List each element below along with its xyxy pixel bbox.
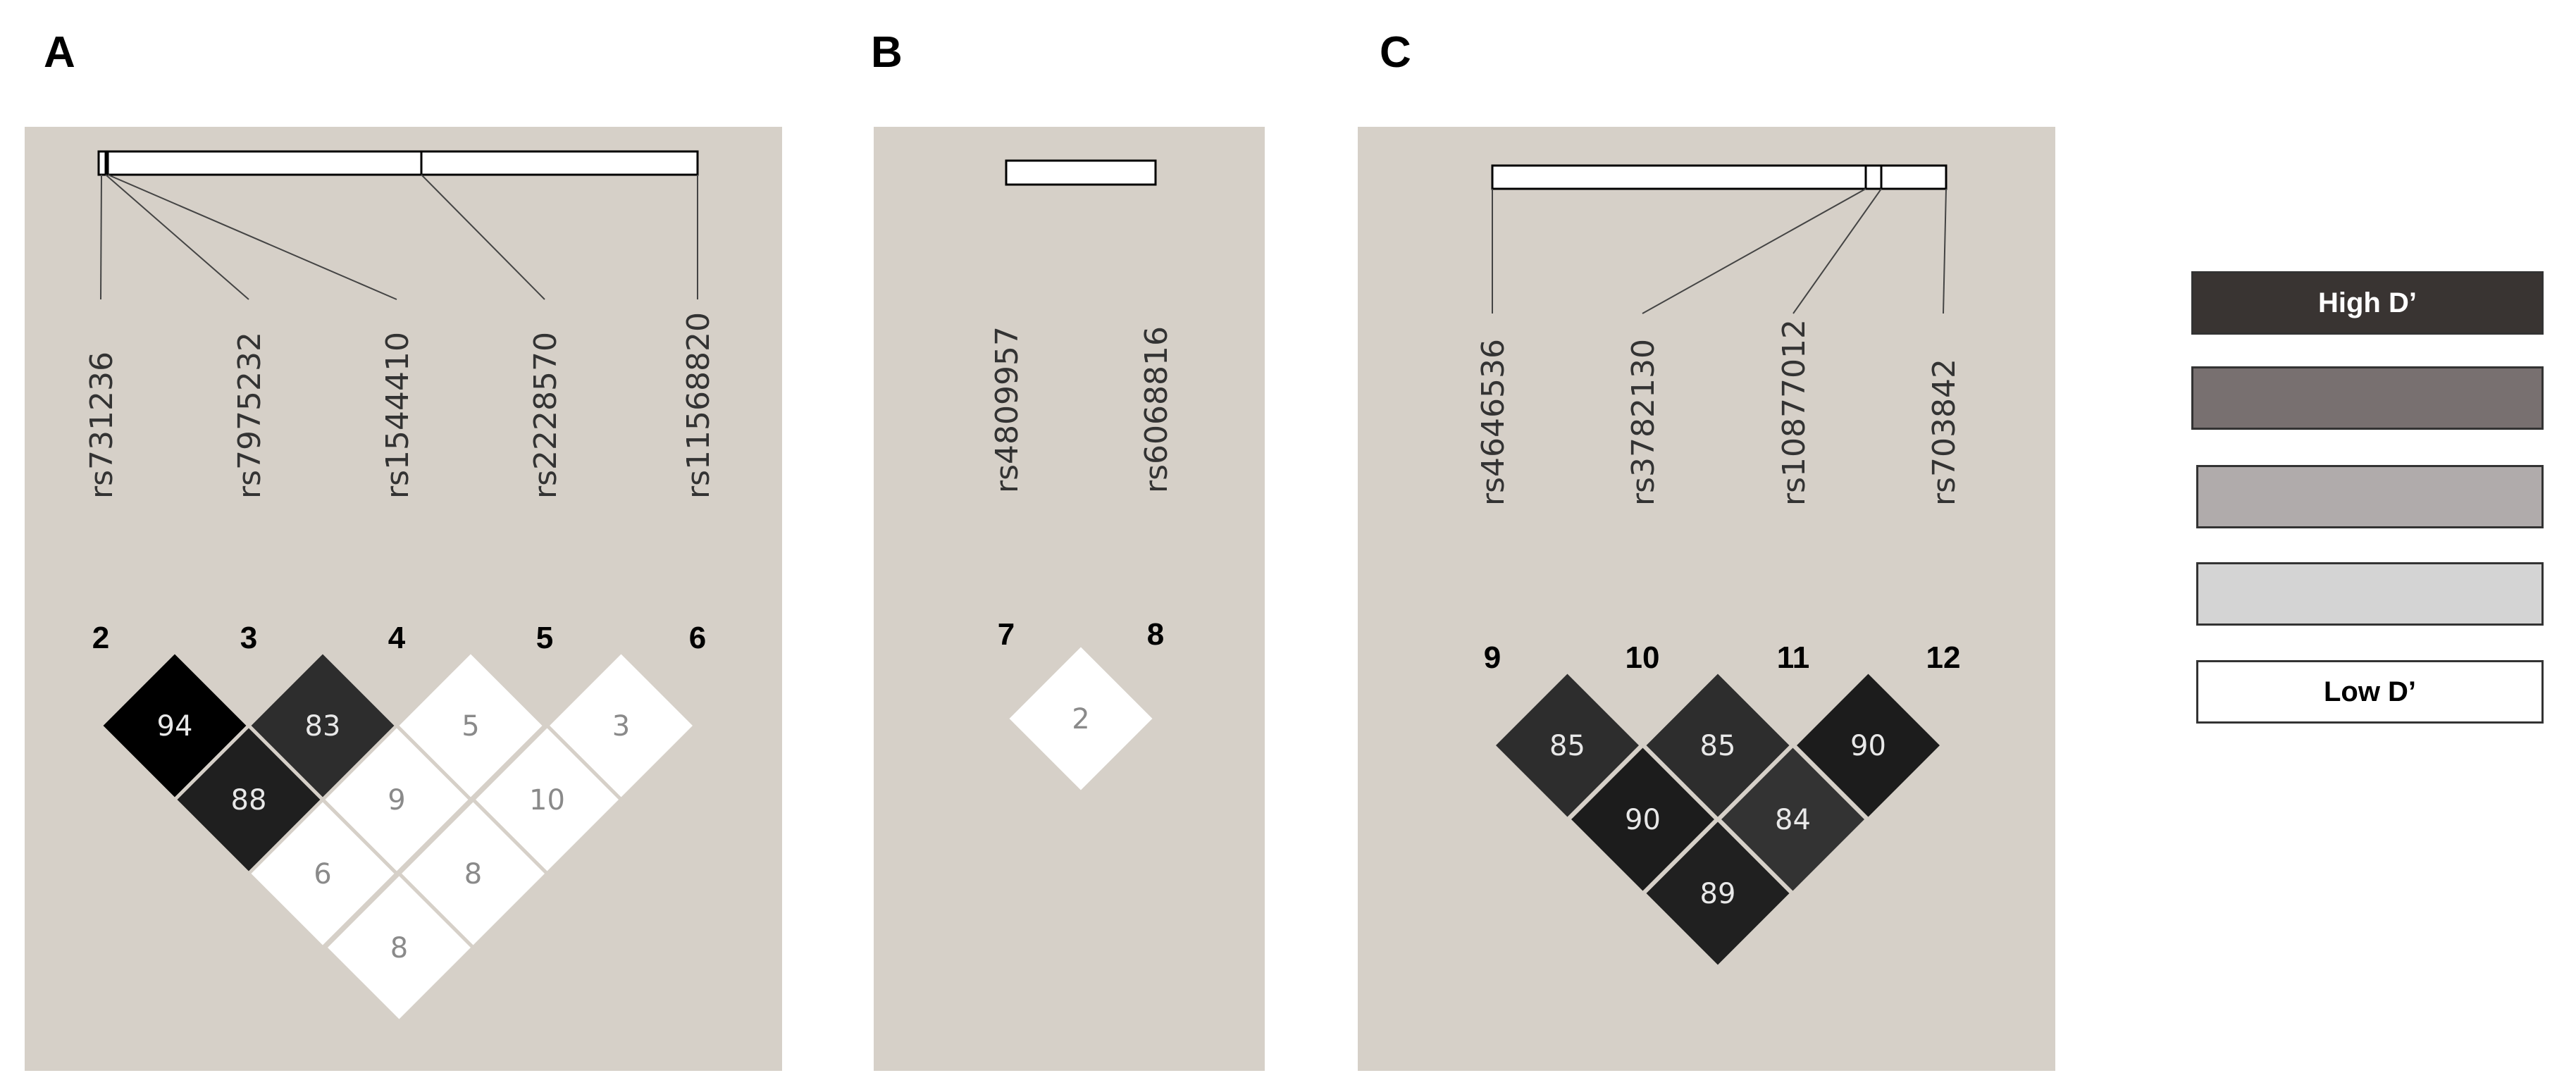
marker-number: 9 <box>1484 640 1501 675</box>
panel-letter: A <box>44 28 75 77</box>
gene-bar <box>1491 164 1948 190</box>
ld-value: 8 <box>390 932 408 964</box>
ld-value: 90 <box>1850 730 1886 762</box>
legend-swatch: High D’ <box>2191 271 2544 335</box>
panel-letter: C <box>1380 28 1411 77</box>
ld-value: 90 <box>1625 804 1661 836</box>
snp-label: rs3782130 <box>1626 339 1661 506</box>
snp-label: rs703842 <box>1926 359 1962 506</box>
snp-label: rs2228570 <box>528 332 564 499</box>
ld-value: 84 <box>1775 804 1811 836</box>
snp-label: rs11568820 <box>681 312 717 499</box>
legend-swatch <box>2191 366 2544 430</box>
marker-number: 2 <box>92 621 109 655</box>
marker-number: 11 <box>1777 640 1810 675</box>
snp-label: rs4646536 <box>1475 339 1511 506</box>
marker-number: 5 <box>536 621 553 655</box>
snp-connector <box>1792 188 1882 314</box>
snp-label: rs7975232 <box>232 332 268 499</box>
ld-value: 9 <box>388 784 405 817</box>
marker-number: 7 <box>998 617 1015 652</box>
snp-label: rs10877012 <box>1776 319 1812 506</box>
ld-cell <box>1004 642 1158 795</box>
snp-connector <box>107 174 397 300</box>
snp-connector <box>421 174 545 300</box>
ld-value: 3 <box>612 710 630 743</box>
marker-number: 8 <box>1147 617 1164 652</box>
marker-number: 4 <box>388 621 406 655</box>
ld-value: 89 <box>1700 878 1736 910</box>
ld-cell <box>1641 817 1795 970</box>
marker-number: 3 <box>240 621 257 655</box>
marker-number: 10 <box>1626 640 1660 675</box>
marker-number: 6 <box>689 621 706 655</box>
legend-swatch <box>2196 465 2544 528</box>
ld-value: 10 <box>529 784 565 817</box>
legend-swatch <box>2196 562 2544 626</box>
ld-value: 88 <box>231 784 267 817</box>
snp-connector <box>1943 188 1947 314</box>
ld-value: 83 <box>305 710 341 743</box>
marker-number: 12 <box>1926 640 1961 675</box>
ld-value: 8 <box>464 858 482 891</box>
snp-label: rs731236 <box>84 352 120 499</box>
snp-connector <box>1642 188 1866 314</box>
panel-letter: B <box>871 28 903 77</box>
ld-value: 5 <box>462 710 479 743</box>
panel-background <box>874 127 1265 1071</box>
ld-value: 94 <box>157 710 193 743</box>
ld-value: 85 <box>1549 730 1585 762</box>
snp-connector <box>105 174 249 300</box>
ld-value: 2 <box>1072 703 1089 736</box>
legend-swatch: Low D’ <box>2196 660 2544 724</box>
gene-bar <box>97 150 699 176</box>
snp-label: rs1544410 <box>380 332 416 499</box>
ld-cell <box>322 871 476 1024</box>
gene-bar <box>1005 159 1157 186</box>
snp-label: rs4809957 <box>989 326 1025 493</box>
snp-label: rs6068816 <box>1139 326 1175 493</box>
ld-value: 85 <box>1700 730 1736 762</box>
ld-value: 6 <box>314 858 331 891</box>
